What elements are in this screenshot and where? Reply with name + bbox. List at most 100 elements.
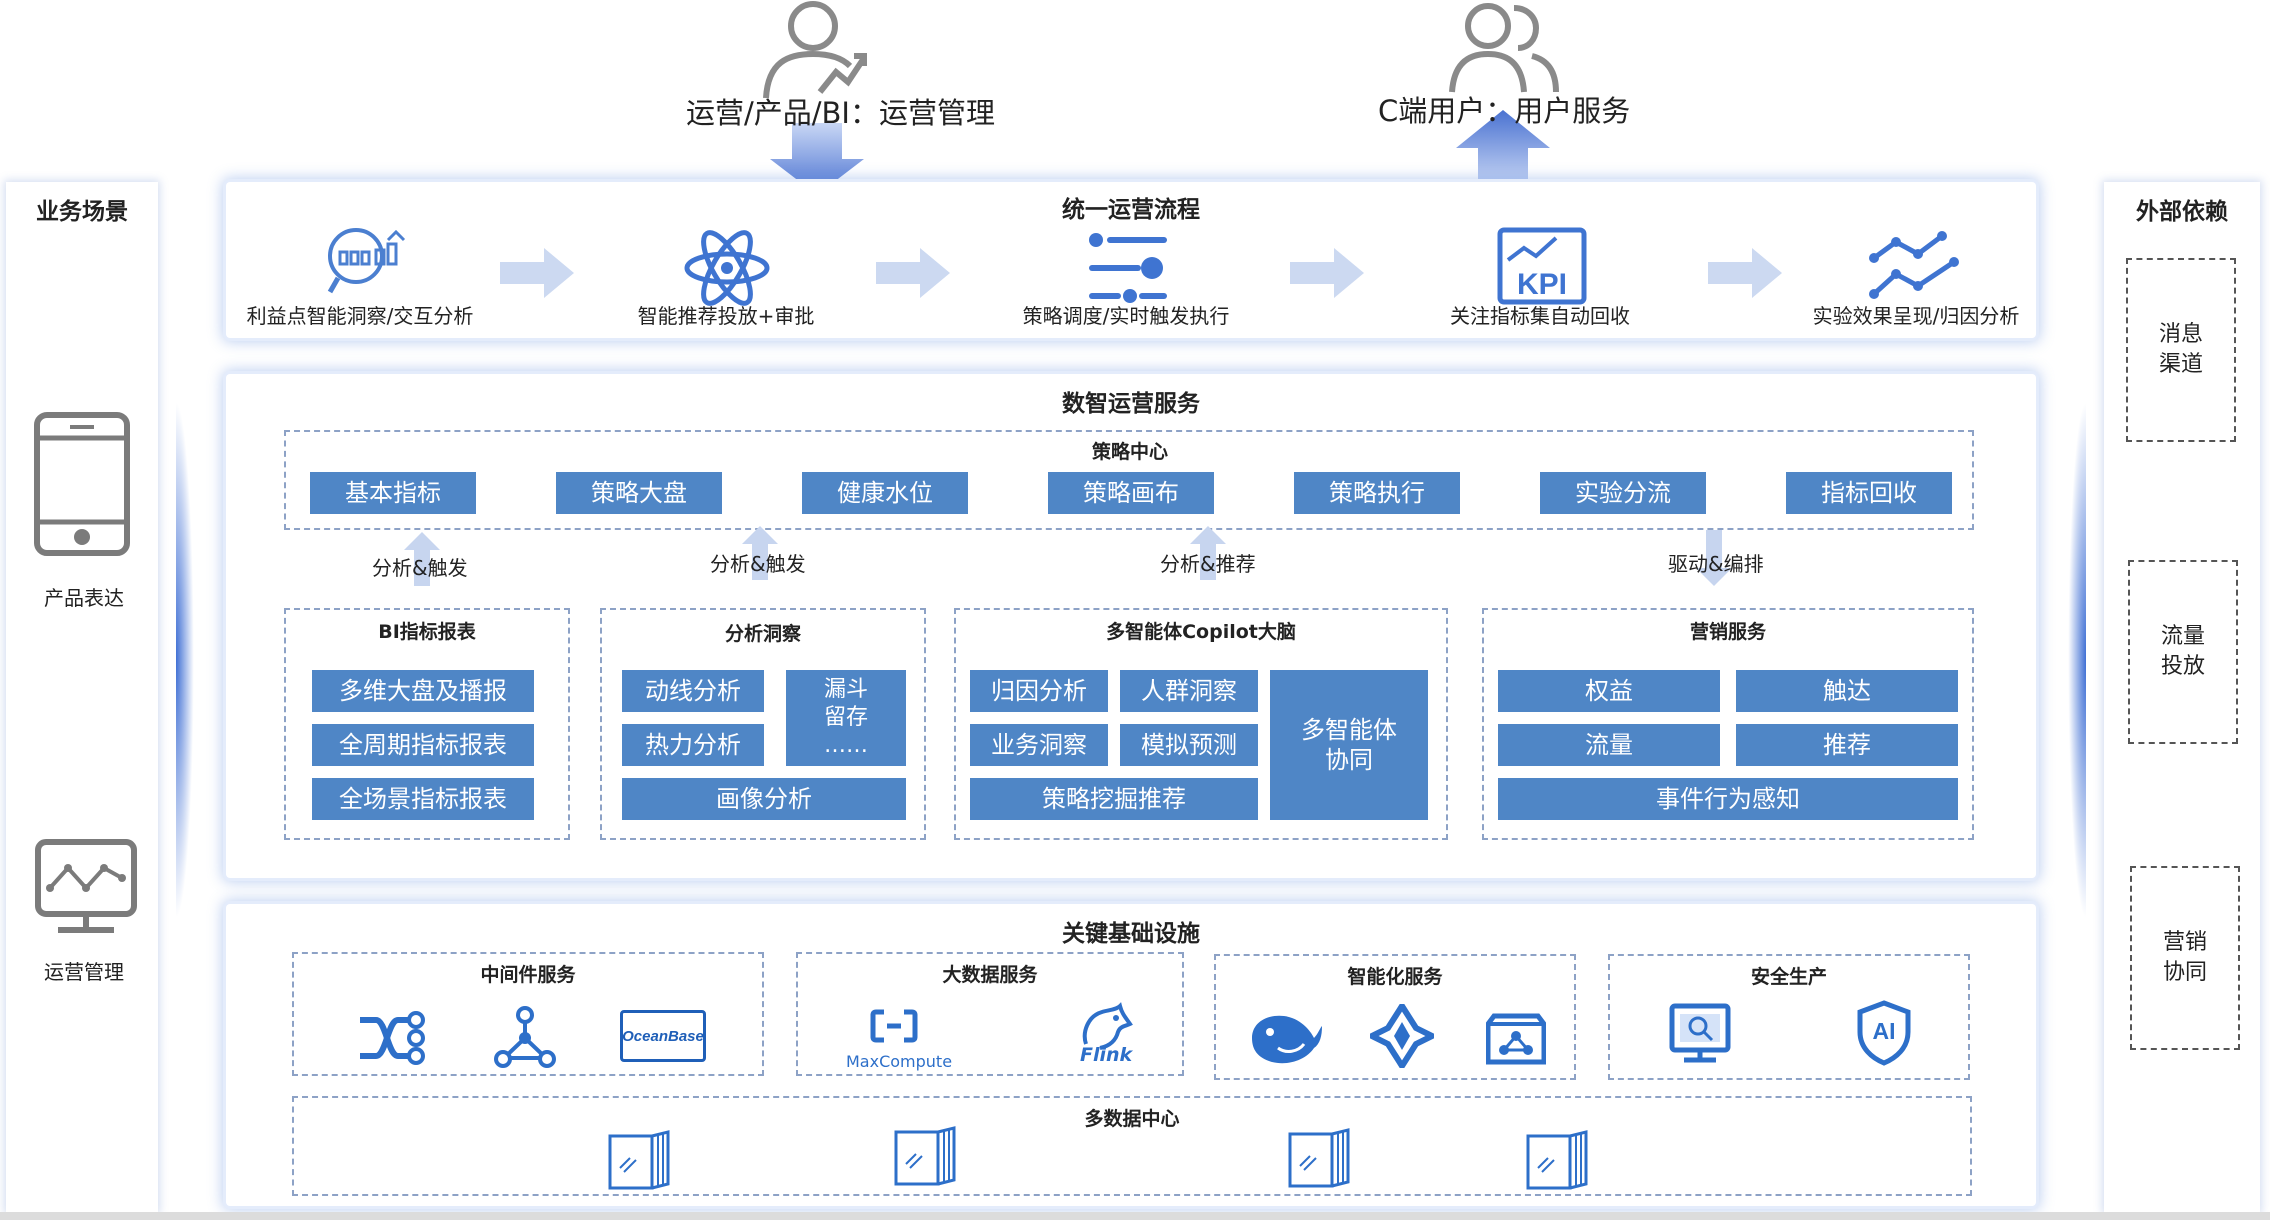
svg-text:KPI: KPI xyxy=(1517,268,1567,301)
kpi-icon: KPI xyxy=(1497,227,1587,305)
message-channel-box: 消息 渠道 xyxy=(2126,258,2236,442)
marketing-item-recommend[interactable]: 推荐 xyxy=(1736,724,1958,766)
traffic-delivery-box: 流量 投放 xyxy=(2128,560,2238,744)
strategy-center-box xyxy=(284,430,1974,530)
flow-step-5: 实验效果呈现/归因分析 xyxy=(1812,304,2020,328)
copilot-item-attribution[interactable]: 归因分析 xyxy=(970,670,1108,712)
connector-label-2: 分析&触发 xyxy=(710,552,806,576)
copilot-brain-box xyxy=(954,608,1448,840)
sliders-icon xyxy=(1089,233,1167,303)
connector-up-arrow xyxy=(742,526,778,580)
connector-label-1: 分析&触发 xyxy=(372,556,468,580)
ai-shield-text: AI xyxy=(1872,1018,1896,1044)
bi-item-lifecycle-report[interactable]: 全周期指标报表 xyxy=(312,724,534,766)
analysis-insight-title: 分析洞察 xyxy=(724,623,801,645)
analysis-insight-box xyxy=(600,608,926,840)
whale-icon xyxy=(1252,1015,1322,1064)
flow-step-1: 利益点智能洞察/交互分析 xyxy=(246,304,474,328)
marketing-item-benefits[interactable]: 权益 xyxy=(1498,670,1720,712)
copilot-item-simulation[interactable]: 模拟预测 xyxy=(1120,724,1258,766)
bigdata-box xyxy=(796,952,1184,1076)
left-role-label: 运营/产品/BI：运营管理 xyxy=(686,96,995,130)
atom-icon xyxy=(684,230,770,306)
connector-label-3: 分析&推荐 xyxy=(1160,552,1256,576)
bi-item-fullscene-report[interactable]: 全场景指标报表 xyxy=(312,778,534,820)
network-nodes-icon xyxy=(494,1006,556,1068)
arrow-right-icon xyxy=(500,248,574,298)
insight-item-heatmap[interactable]: 热力分析 xyxy=(622,724,764,766)
server-rack-icon xyxy=(1526,1130,1588,1190)
marketing-service-box xyxy=(1482,608,1974,840)
marketing-service-title: 营销服务 xyxy=(1689,621,1766,643)
insight-item-persona[interactable]: 画像分析 xyxy=(622,778,906,820)
middleware-box xyxy=(292,952,764,1076)
flow-step-2: 智能推荐投放+审批 xyxy=(637,304,815,328)
arrow-up-icon xyxy=(1456,110,1550,186)
strategy-item-health[interactable]: 健康水位 xyxy=(802,472,968,514)
flow-title: 统一运营流程 xyxy=(1062,197,1200,223)
connector-down-arrow xyxy=(1696,530,1732,586)
strategy-item-execution[interactable]: 策略执行 xyxy=(1294,472,1460,514)
flow-step-4: 关注指标集自动回收 xyxy=(1450,304,1630,328)
external-dependency-title: 外部依赖 xyxy=(2136,199,2228,225)
cube-graph-icon xyxy=(1486,1013,1546,1065)
monitor-icon xyxy=(1669,1003,1731,1063)
strategy-item-basic-metrics[interactable]: 基本指标 xyxy=(310,472,476,514)
middleware-title: 中间件服务 xyxy=(480,964,576,986)
copilot-item-business-insight[interactable]: 业务洞察 xyxy=(970,724,1108,766)
mobile-phone-icon xyxy=(34,412,130,556)
right-role-label: C端用户：用户服务 xyxy=(1378,94,1631,128)
arrow-right-icon xyxy=(1290,248,1364,298)
marketing-collab-box: 营销 协同 xyxy=(2130,866,2240,1050)
flow-step-3: 策略调度/实时触发执行 xyxy=(1022,304,1230,328)
server-rack-icon xyxy=(608,1130,670,1190)
unified-operation-flow-panel: 统一运营流程 xyxy=(226,182,2036,338)
connector-up-arrow xyxy=(404,532,440,586)
marketing-item-traffic[interactable]: 流量 xyxy=(1498,724,1720,766)
flink-logo-text: Flink xyxy=(1080,1044,1133,1066)
intelligence-box xyxy=(1214,954,1576,1080)
marketing-item-reach[interactable]: 触达 xyxy=(1736,670,1958,712)
star-model-icon xyxy=(1370,1004,1434,1068)
analyst-person-icon xyxy=(763,1,867,99)
strategy-item-canvas[interactable]: 策略画布 xyxy=(1048,472,1214,514)
maxcompute-logo-text: MaxCompute xyxy=(846,1052,953,1071)
monitor-chart-icon xyxy=(35,839,137,933)
left-glow xyxy=(176,400,194,920)
strategy-item-dashboard[interactable]: 策略大盘 xyxy=(556,472,722,514)
security-title: 安全生产 xyxy=(1750,966,1827,988)
external-dependency-panel: 外部依赖 消息 渠道 流量 投放 营销 协同 xyxy=(2104,182,2260,1212)
flink-logo xyxy=(1082,1002,1133,1050)
connector-up-arrow xyxy=(1190,526,1226,580)
security-box xyxy=(1608,954,1970,1080)
users-group-icon xyxy=(1449,3,1559,93)
insight-item-funnel-retention[interactable]: 漏斗 留存 …… xyxy=(786,670,906,766)
marketing-item-event-sensing[interactable]: 事件行为感知 xyxy=(1498,778,1958,820)
strategy-item-experiment[interactable]: 实验分流 xyxy=(1540,472,1706,514)
ai-shield-icon: AI xyxy=(1856,1000,1912,1066)
copilot-item-strategy-mining[interactable]: 策略挖掘推荐 xyxy=(970,778,1258,820)
copilot-item-multi-agent[interactable]: 多智能体 协同 xyxy=(1270,670,1428,820)
arrow-right-icon xyxy=(876,248,950,298)
bi-item-multidim-dashboard[interactable]: 多维大盘及播报 xyxy=(312,670,534,712)
arrow-down-icon xyxy=(770,123,864,195)
multi-datacenter-title: 多数据中心 xyxy=(1084,1108,1180,1130)
business-scenarios-title: 业务场景 xyxy=(36,199,128,225)
maxcompute-logo xyxy=(870,1009,918,1043)
server-rack-icon xyxy=(894,1126,956,1186)
bi-reports-box xyxy=(284,608,570,840)
infra-title: 关键基础设施 xyxy=(1062,921,1200,947)
oceanbase-logo: OceanBase xyxy=(620,1010,706,1062)
right-glow xyxy=(2068,400,2086,920)
strategy-item-metric-recovery[interactable]: 指标回收 xyxy=(1786,472,1952,514)
business-scenarios-panel: 业务场景 产品表达 运营管理 xyxy=(6,182,158,1212)
operations-management-label: 运营管理 xyxy=(44,960,124,984)
bi-reports-title: BI指标报表 xyxy=(378,621,476,643)
strategy-center-title: 策略中心 xyxy=(1091,441,1168,463)
copilot-item-crowd-insight[interactable]: 人群洞察 xyxy=(1120,670,1258,712)
insight-magnifier-icon xyxy=(327,228,406,294)
product-expression-label: 产品表达 xyxy=(44,586,124,610)
arrow-right-icon xyxy=(1708,248,1782,298)
insight-item-path[interactable]: 动线分析 xyxy=(622,670,764,712)
bottom-strip xyxy=(0,1212,2270,1220)
